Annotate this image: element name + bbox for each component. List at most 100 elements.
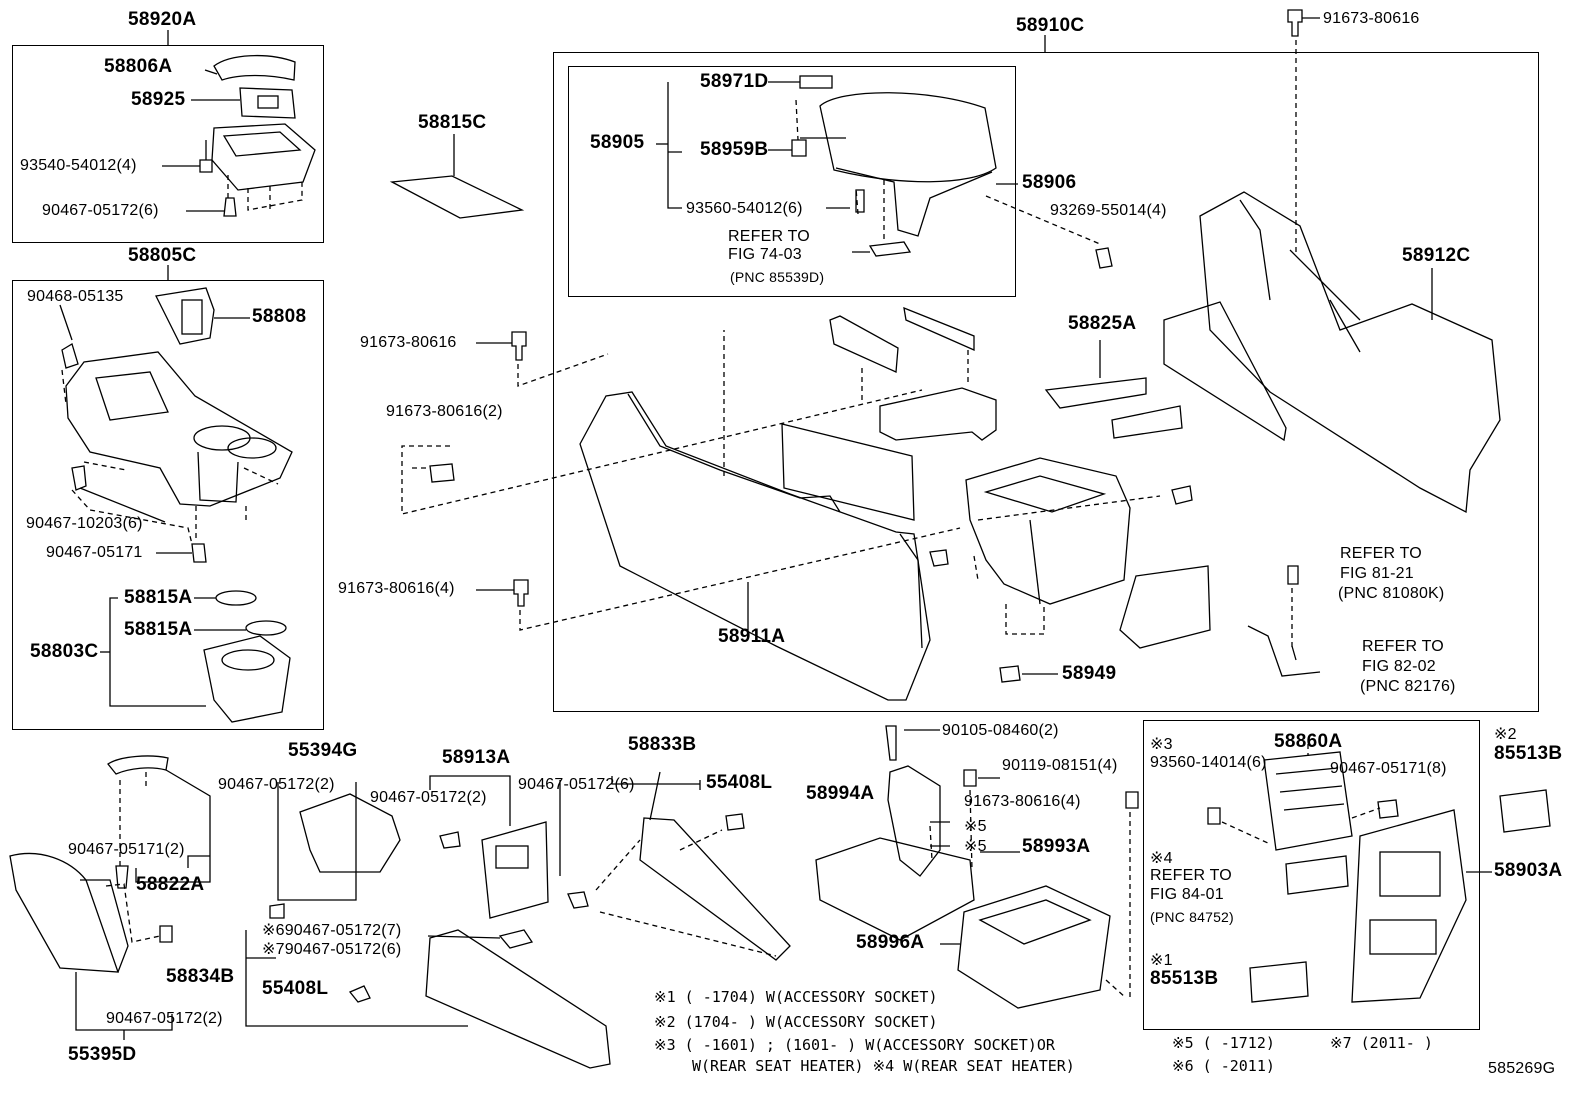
label-55408L-1: 55408L — [262, 978, 329, 999]
cupholder-58803C — [203, 635, 291, 723]
label-58860A: 58860A — [1274, 731, 1343, 752]
group-title-58805C: 58805C — [128, 245, 197, 266]
label-93560-54012: 93560-54012(6) — [686, 200, 803, 217]
footnote-6: ※6 ( -2011) — [1172, 1057, 1275, 1075]
vent-58860A — [1263, 751, 1353, 851]
armrest-lid-58906 — [819, 92, 997, 183]
label-refer-81-21-b: FIG 81-21 — [1340, 565, 1414, 582]
label-refer-74-03-c: (PNC 85539D) — [730, 269, 825, 285]
label-refer-84-01-c: (PNC 84752) — [1150, 909, 1234, 925]
label-90467-05171-2: 90467-05171(2) — [68, 841, 185, 858]
label-58913A: 58913A — [442, 747, 511, 768]
label-91673-80616-top: 91673-80616 — [1323, 10, 1420, 27]
label-90467-05172-6c: 90467-05172(6) — [518, 776, 635, 793]
label-refer-81-21-a: REFER TO — [1340, 545, 1422, 562]
label-58815A-2: 58815A — [124, 619, 193, 640]
label-58993A: 58993A — [1022, 836, 1091, 857]
label-58925: 58925 — [131, 89, 186, 110]
label-90468-05135: 90468-05135 — [27, 288, 124, 305]
label-refer-84-01-b: FIG 84-01 — [1150, 886, 1224, 903]
label-93269-55014: 93269-55014(4) — [1050, 202, 1167, 219]
label-58834B: 58834B — [166, 966, 235, 987]
shift-boot-58808 — [155, 287, 215, 345]
label-58825A: 58825A — [1068, 313, 1137, 334]
label-93540-54012: 93540-54012(4) — [20, 157, 137, 174]
label-note1: ※1 — [1150, 952, 1173, 969]
label-90105-08460: 90105-08460(2) — [942, 722, 1059, 739]
footnote-5: ※5 ( -1712) — [1172, 1034, 1275, 1052]
bracket-58993A — [815, 837, 975, 941]
label-refer-82-02-a: REFER TO — [1362, 638, 1444, 655]
panel-58903A — [1351, 809, 1467, 1003]
label-58815C: 58815C — [418, 112, 487, 133]
label-58971D: 58971D — [700, 71, 769, 92]
diagram-id: 585269G — [1488, 1060, 1556, 1077]
label-refer-81-21-c: (PNC 81080K) — [1338, 585, 1445, 602]
label-91673-80616-a: 91673-80616 — [360, 334, 457, 351]
group-box-58910C — [553, 52, 1539, 712]
label-58906: 58906 — [1022, 172, 1077, 193]
console-box — [965, 457, 1131, 605]
subgroup-box-58905 — [568, 66, 1016, 297]
footnote-1: ※1 ( -1704) W(ACCESSORY SOCKET) — [654, 988, 938, 1006]
label-91673-80616-4b: 91673-80616(4) — [964, 793, 1081, 810]
bracket-58994A — [887, 765, 941, 877]
label-58808: 58808 — [252, 306, 307, 327]
label-note5-a: ※5 — [964, 818, 987, 835]
label-refer-74-03-a: REFER TO — [728, 228, 810, 245]
label-85513B-1: 85513B — [1150, 968, 1219, 989]
label-58815A-1: 58815A — [124, 587, 193, 608]
label-58905: 58905 — [590, 132, 645, 153]
label-91673-80616-4: 91673-80616(4) — [338, 580, 455, 597]
label-93560-14014: 93560-14014(6) — [1150, 754, 1267, 771]
label-55395D: 55395D — [68, 1044, 137, 1065]
label-55408L-2: 55408L — [706, 772, 773, 793]
label-58959B: 58959B — [700, 139, 769, 160]
console-panel-58805C — [65, 351, 293, 507]
label-58806A: 58806A — [104, 56, 173, 77]
group-title-58920A: 58920A — [128, 9, 197, 30]
label-58996A: 58996A — [856, 932, 925, 953]
label-58803C: 58803C — [30, 641, 99, 662]
label-58994A: 58994A — [806, 783, 875, 804]
label-90467-05171: 90467-05171 — [46, 544, 143, 561]
label-note2: ※2 — [1494, 726, 1517, 743]
label-85513B-2: 85513B — [1494, 743, 1563, 764]
console-cap-58920A — [211, 123, 316, 191]
label-refer-82-02-c: (PNC 82176) — [1360, 678, 1456, 695]
label-55394G: 55394G — [288, 740, 358, 761]
label-note3: ※3 — [1150, 736, 1173, 753]
footnote-3: ※3 ( -1601) ; (1601- ) W(ACCESSORY SOCKE… — [654, 1036, 1055, 1054]
side-panel-58912C — [1199, 191, 1501, 514]
label-90467-05172-2a: 90467-05172(2) — [106, 1010, 223, 1027]
footnote-2: ※2 (1704- ) W(ACCESSORY SOCKET) — [654, 1013, 938, 1031]
label-58822A: 58822A — [136, 874, 205, 895]
label-91673-80616-2: 91673-80616(2) — [386, 403, 503, 420]
label-90467-05172-7: ※690467-05172(7) — [262, 922, 402, 939]
button-58971D — [799, 75, 833, 89]
footnote-3-cont: W(REAR SEAT HEATER) ※4 W(REAR SEAT HEATE… — [692, 1057, 1075, 1075]
label-58833B: 58833B — [628, 734, 697, 755]
label-58911A: 58911A — [718, 626, 786, 647]
trim-strip — [425, 929, 611, 1069]
group-box-58903A — [1143, 720, 1480, 1030]
label-note4: ※4 — [1150, 850, 1173, 867]
pad-58815C — [389, 175, 525, 219]
shift-panel-58833B — [639, 817, 791, 961]
label-90467-05172-2c: 90467-05172(2) — [370, 789, 487, 806]
group-title-58910C: 58910C — [1016, 15, 1085, 36]
label-58903A: 58903A — [1494, 860, 1563, 881]
group-box-58920A — [12, 45, 324, 243]
console-shell-58911A — [579, 391, 931, 701]
tray-58825A — [1044, 377, 1147, 409]
label-refer-84-01-a: REFER TO — [1150, 867, 1232, 884]
panel-55394G — [299, 793, 401, 873]
label-note5-b: ※5 — [964, 838, 987, 855]
group-box-58805C — [12, 280, 324, 730]
label-90467-05172-2b: 90467-05172(2) — [218, 776, 335, 793]
label-90467-05172-6b: ※790467-05172(6) — [262, 941, 402, 958]
bezel-58913A — [481, 821, 549, 919]
label-90467-05171-8: 90467-05171(8) — [1330, 760, 1447, 777]
label-90467-10203: 90467-10203(6) — [26, 515, 143, 532]
